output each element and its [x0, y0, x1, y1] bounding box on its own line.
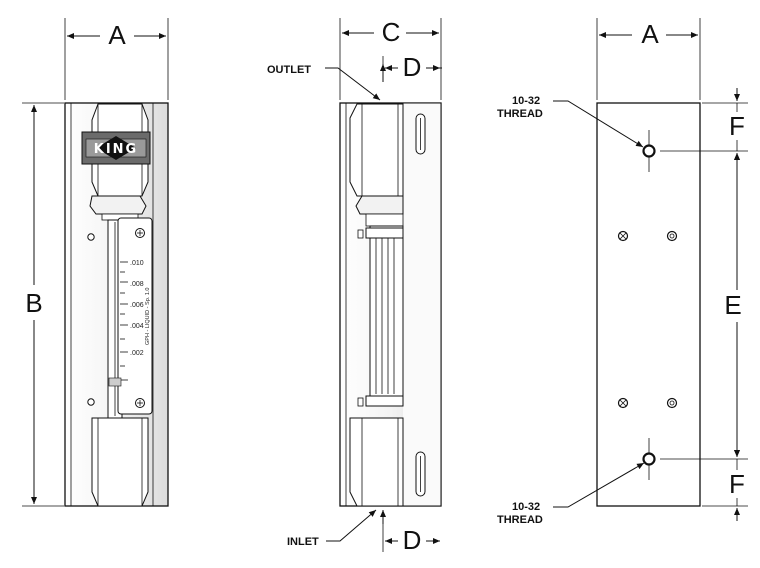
- back-screws: [617, 230, 678, 409]
- back-dimension-a: A: [596, 18, 701, 100]
- outlet-callout: OUTLET: [267, 64, 381, 101]
- dimension-label-f: F: [729, 469, 745, 499]
- dimension-label-d: D: [403, 52, 422, 82]
- back-view: A: [497, 18, 748, 526]
- thread-size-label: 10-32: [512, 95, 540, 107]
- outlet-label: OUTLET: [267, 64, 311, 76]
- scale-label: .008: [130, 281, 144, 288]
- thread-size-label: 10-32: [512, 501, 540, 513]
- side-dimension-c: C: [339, 17, 442, 100]
- side-dimension-d-top: D: [380, 52, 442, 82]
- dimension-label-a: A: [641, 19, 659, 49]
- side-dimension-d-bottom: D: [380, 510, 440, 555]
- scale-label: .004: [130, 323, 144, 330]
- thread-callout-top: 10-32 THREAD: [497, 95, 644, 148]
- back-dimension-e: E: [724, 153, 742, 457]
- dimension-label-e: E: [724, 290, 741, 320]
- inlet-label: INLET: [287, 536, 319, 548]
- logo-text: KING: [94, 142, 138, 157]
- back-dimension-f-top: F: [727, 88, 747, 166]
- front-meter-body: KING: [64, 102, 169, 507]
- scale-unit-text: GPH - LIQUID - Sp. 1.0: [145, 288, 151, 345]
- back-dimension-f-bottom: F: [727, 444, 747, 521]
- thread-label: THREAD: [497, 514, 543, 526]
- mounting-hole-bottom: [642, 438, 656, 480]
- scale-label: .006: [130, 302, 144, 309]
- dimension-label-c: C: [382, 17, 401, 47]
- king-logo: KING: [81, 131, 151, 165]
- inlet-callout: INLET: [287, 509, 377, 548]
- mounting-hole-top: [642, 130, 656, 172]
- dimension-label-b: B: [25, 288, 42, 318]
- front-dimension-b: B: [22, 102, 64, 507]
- side-meter-body: [339, 102, 442, 507]
- scale-label: .002: [130, 350, 144, 357]
- scale-label: .010: [130, 260, 144, 267]
- dimension-label-f: F: [729, 111, 745, 141]
- dimension-label-a: A: [108, 20, 126, 50]
- thread-label: THREAD: [497, 108, 543, 120]
- back-plate: [596, 102, 701, 507]
- front-view: A B KING: [22, 18, 169, 507]
- thread-callout-bottom: 10-32 THREAD: [497, 462, 645, 526]
- front-dimension-a: A: [64, 18, 169, 100]
- side-view: C D OUTLET: [267, 17, 442, 555]
- dimension-label-d: D: [403, 525, 422, 555]
- scale-ticks: [120, 261, 128, 381]
